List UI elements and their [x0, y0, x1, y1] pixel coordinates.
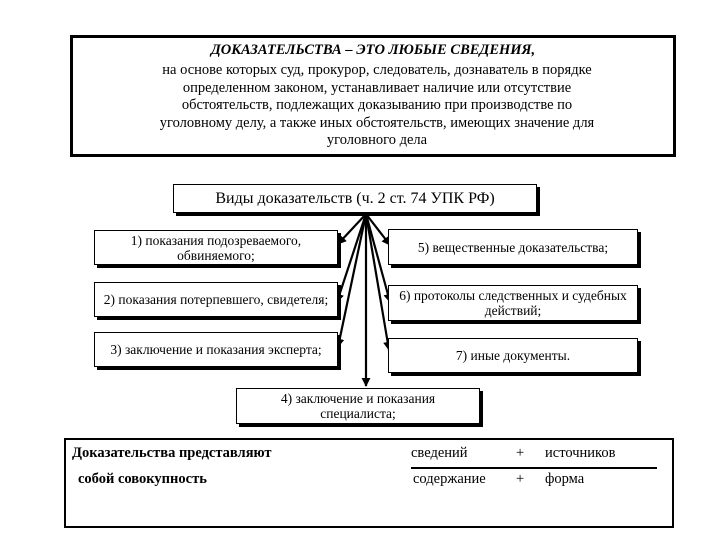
- types-title: Виды доказательств (ч. 2 ст. 74 УПК РФ): [215, 190, 495, 207]
- summary-divider: [411, 467, 657, 469]
- type-item-4: 4) заключение и показания специалиста;: [236, 388, 480, 424]
- type-item-label: 1) показания подозреваемого, обвиняемого…: [130, 232, 302, 263]
- definition-title: ДОКАЗАТЕЛЬСТВА – ЭТО ЛЮБЫЕ СВЕДЕНИЯ,: [210, 42, 536, 58]
- arrow-to-item-3: [335, 213, 368, 348]
- arrow-to-item-7: [364, 213, 393, 351]
- type-item-3: 3) заключение и показания эксперта;: [94, 332, 338, 367]
- type-item-label: 4) заключение и показания специалиста;: [280, 391, 436, 421]
- definition-text: на основе которых суд, прокурор, следова…: [105, 62, 649, 150]
- summary-left-line-2: собой совокупность: [78, 471, 207, 487]
- definition-line: на основе которых суд, прокурор, следова…: [162, 62, 592, 78]
- definition-line: уголовного дела: [326, 132, 428, 148]
- type-item-label: 6) протоколы следственных и судебных дей…: [399, 288, 627, 318]
- arrow-to-item-5: [365, 213, 391, 246]
- type-item-7: 7) иные документы.: [388, 338, 638, 373]
- type-item-1: 1) показания подозреваемого, обвиняемого…: [94, 230, 338, 265]
- summary-plus-2: +: [516, 471, 525, 487]
- type-item-label: 3) заключение и показания эксперта;: [110, 342, 322, 357]
- type-item-6: 6) протоколы следственных и судебных дей…: [388, 285, 638, 321]
- type-item-label: 5) вещественные доказательства;: [417, 239, 609, 255]
- summary-term-content: содержание: [413, 471, 486, 487]
- type-item-label: 7) иные документы.: [455, 348, 571, 363]
- types-title-box: Виды доказательств (ч. 2 ст. 74 УПК РФ): [173, 184, 537, 213]
- summary-term-info: сведений: [411, 445, 468, 461]
- summary-term-sources: источников: [545, 445, 616, 461]
- arrow-to-item-2: [335, 213, 368, 303]
- type-item-5: 5) вещественные доказательства;: [388, 229, 638, 265]
- type-item-2: 2) показания потерпевшего, свидетеля;: [94, 282, 338, 317]
- definition-line: обстоятельств, подлежащих доказыванию пр…: [181, 97, 573, 113]
- definition-line: определенном законом, устанавливает нали…: [182, 79, 572, 96]
- arrow-to-item-1: [337, 213, 367, 245]
- summary-left-line-1: Доказательства представляют: [72, 445, 272, 461]
- definition-line: уголовному делу, а также иных обстоятель…: [159, 114, 595, 131]
- arrow-to-item-6: [364, 213, 393, 303]
- type-item-label: 2) показания потерпевшего, свидетеля;: [103, 292, 329, 307]
- summary-box: Доказательства представляют собой совоку…: [64, 438, 674, 528]
- summary-plus-1: +: [516, 445, 525, 461]
- definition-box: ДОКАЗАТЕЛЬСТВА – ЭТО ЛЮБЫЕ СВЕДЕНИЯ, на …: [70, 35, 676, 157]
- summary-term-form: форма: [545, 471, 585, 487]
